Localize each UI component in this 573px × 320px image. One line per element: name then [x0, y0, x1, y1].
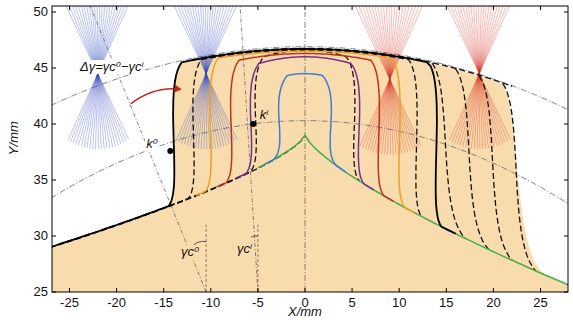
tool-position	[172, 6, 238, 140]
radial-line	[84, 6, 207, 292]
tooth-profile	[217, 53, 394, 201]
tool-position	[202, 6, 210, 149]
tool-position	[183, 6, 226, 145]
tool-position	[75, 6, 118, 145]
tool-position	[376, 6, 405, 153]
x-tick-label: -10	[201, 296, 220, 310]
tool-position	[364, 6, 413, 150]
x-tick	[257, 6, 258, 292]
tool-position	[94, 6, 102, 149]
x-tick-label: 20	[486, 296, 500, 310]
dashed-profile	[52, 50, 422, 250]
tooth-profile	[196, 51, 415, 212]
axis-title: X/mm	[288, 305, 322, 319]
tool-position	[380, 6, 400, 154]
x-tick-label: -5	[252, 296, 264, 310]
vertical-line	[257, 225, 258, 292]
x-tick	[540, 6, 541, 292]
tool-position	[186, 6, 223, 146]
tool-position	[472, 6, 486, 149]
y-tick	[52, 124, 568, 125]
green-profile	[258, 135, 568, 285]
x-tick-label: -25	[60, 296, 79, 310]
tool-position	[475, 6, 483, 149]
tool-position	[445, 6, 511, 140]
x-tick	[446, 6, 447, 292]
y-tick-label: 50	[34, 5, 48, 19]
tool-position	[180, 6, 229, 144]
x-tick	[69, 6, 70, 292]
tool-position	[386, 6, 394, 155]
tool-position	[361, 6, 416, 148]
tool-position	[460, 6, 497, 146]
tool-position	[457, 6, 500, 145]
annotation: k⁰	[145, 137, 159, 151]
x-tick-label: 5	[349, 296, 356, 310]
x-tick-label: -20	[107, 296, 126, 310]
tool-position	[177, 6, 232, 143]
x-tick	[163, 6, 164, 292]
axis-title: Y/mm	[7, 121, 21, 155]
x-tick	[352, 6, 353, 292]
point-ki	[250, 121, 256, 127]
tool-position	[190, 6, 222, 147]
tool-position	[355, 6, 421, 145]
tool-position	[69, 6, 124, 143]
tool-position	[370, 6, 407, 152]
dashed-profile	[52, 50, 360, 250]
annotation: kⁱ	[259, 108, 270, 122]
x-tick	[210, 6, 211, 292]
point-k0	[167, 148, 173, 154]
tip-profile	[192, 48, 512, 86]
axes-frame	[52, 6, 568, 292]
x-tick	[399, 6, 400, 292]
tool-position	[72, 6, 121, 144]
tool-position	[367, 6, 410, 151]
x-tick-label: 25	[533, 296, 547, 310]
y-tick	[52, 12, 568, 13]
tooth-profile	[236, 57, 374, 190]
annotation: γc⁰	[180, 245, 200, 259]
tool-position	[78, 6, 116, 146]
dashed-profile	[479, 76, 512, 260]
tool-position	[448, 6, 508, 141]
y-tick-label: 45	[34, 61, 48, 75]
y-tick	[52, 292, 568, 293]
y-tick-label: 30	[34, 229, 48, 243]
tooth-region	[52, 49, 568, 292]
vertical-line	[206, 225, 207, 292]
dashed-profile	[456, 69, 489, 250]
x-tick	[305, 6, 306, 292]
tooth-profile	[265, 74, 346, 172]
red-arrow	[131, 89, 181, 104]
dashed-profile	[503, 84, 536, 271]
tool-position	[91, 6, 105, 149]
y-tick-label: 25	[34, 285, 48, 299]
y-tick-label: 35	[34, 173, 48, 187]
annotation: γcⁱ	[236, 242, 253, 256]
x-tick-label: -15	[154, 296, 173, 310]
tooth-profile	[52, 49, 456, 250]
annotation: Δγ=γc⁰−γcⁱ	[79, 60, 145, 74]
x-tick	[493, 6, 494, 292]
tool-position	[383, 6, 397, 154]
y-tick-label: 40	[34, 117, 48, 131]
x-tick-label: 15	[439, 296, 453, 310]
angle-arc	[251, 236, 258, 237]
y-tick	[52, 180, 568, 181]
y-tick	[52, 236, 568, 237]
tool-position	[371, 6, 412, 151]
x-tick	[116, 6, 117, 292]
x-tick-label: 10	[392, 296, 406, 310]
tool-position	[81, 6, 113, 147]
